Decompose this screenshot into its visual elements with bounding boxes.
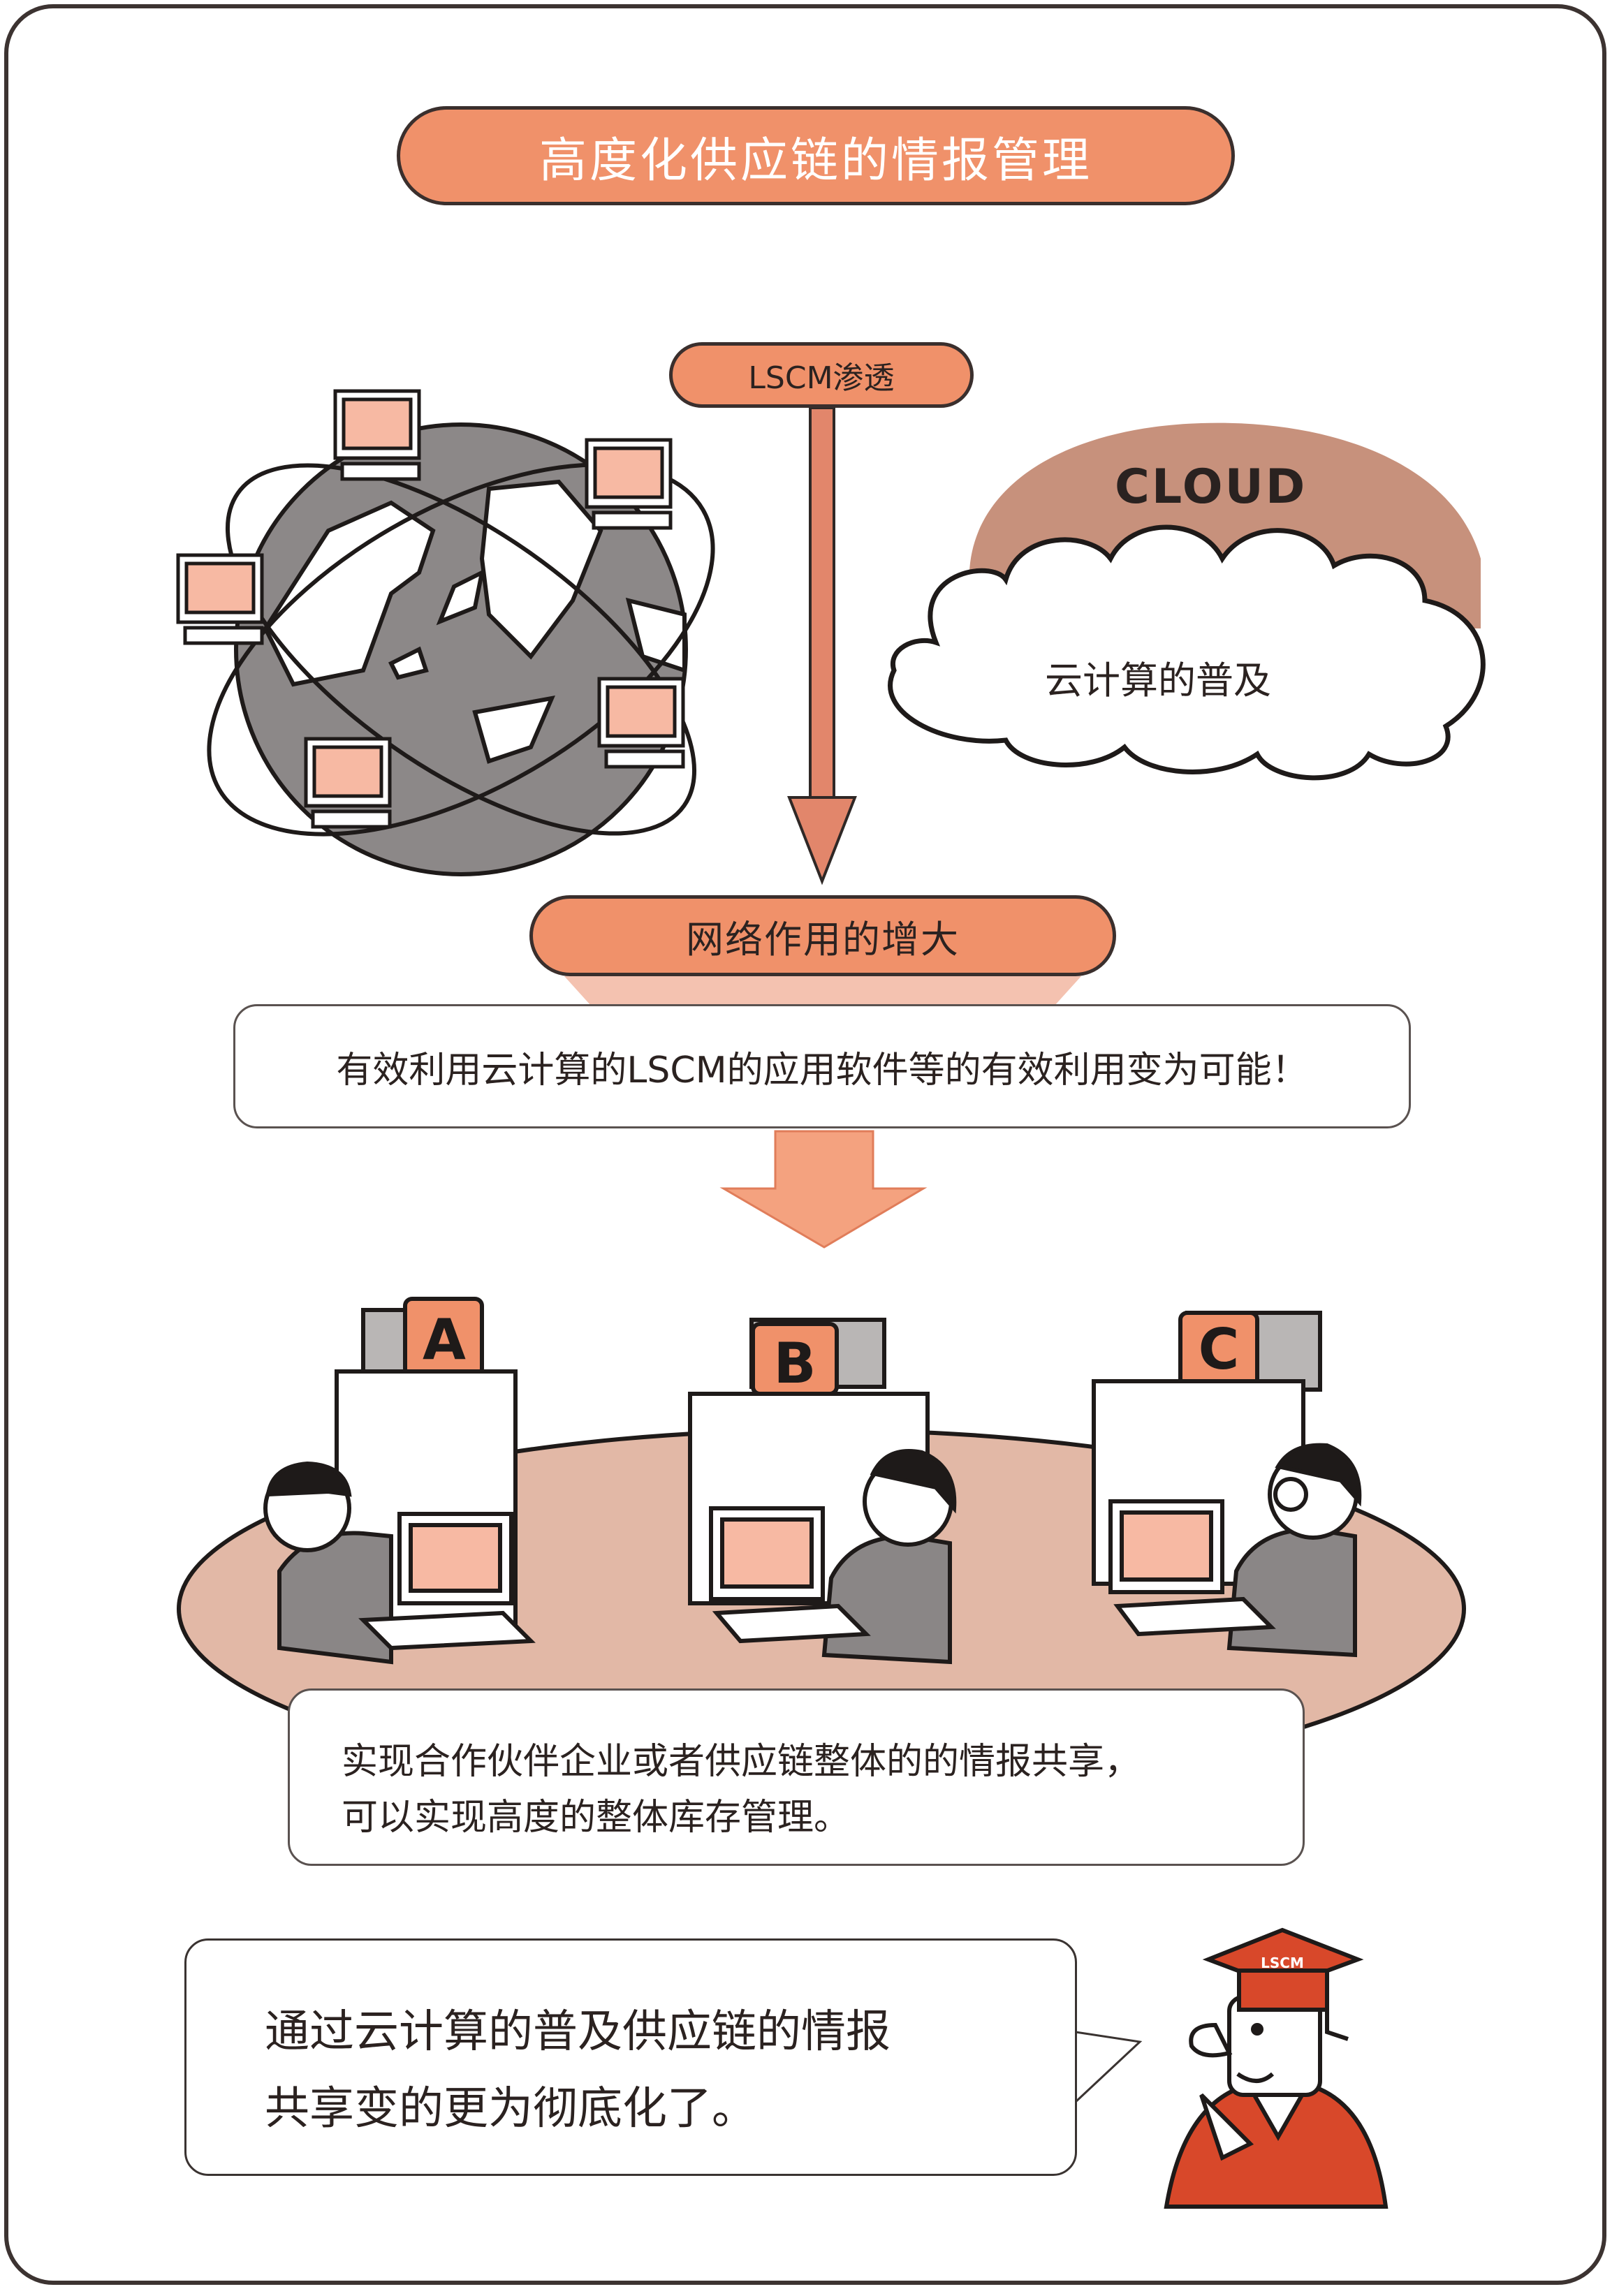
page-title: 高度化供应链的情报管理 xyxy=(397,106,1235,205)
down-arrow-icon xyxy=(787,406,857,885)
speech-bubble-tail xyxy=(1074,2031,1143,2103)
mascot-hat-label: LSCM xyxy=(1261,1955,1304,1971)
sharing-text-line: 实现合作伙伴企业或者供应链整体的的情报共享， xyxy=(342,1741,1141,1783)
enable-text: 有效利用云计算的LSCM的应用软件等的有效利用变为可能！ xyxy=(336,1049,1308,1091)
block-arrow-icon xyxy=(719,1130,928,1249)
company-c-label: C xyxy=(1199,1317,1240,1382)
sharing-text-line: 可以实现高度的整体库存管理。 xyxy=(342,1797,851,1839)
page-title-text: 高度化供应链的情报管理 xyxy=(539,133,1092,189)
conclusion-speech-bubble: 通过云计算的普及供应链的情报 共享变的更为彻底化了。 xyxy=(184,1938,1077,2176)
pill-shadow xyxy=(564,976,1081,1006)
network-label: 网络作用的增大 xyxy=(686,917,960,962)
workers-with-computers xyxy=(263,1443,1362,1665)
cloud-word: CLOUD xyxy=(1115,459,1307,515)
conclusion-text-line: 通过云计算的普及供应链的情报 xyxy=(265,2006,891,2058)
conclusion-text-line: 共享变的更为彻底化了。 xyxy=(265,2083,756,2135)
sharing-text-box: 实现合作伙伴企业或者供应链整体的的情报共享， 可以实现高度的整体库存管理。 xyxy=(288,1688,1305,1866)
company-a-label: A xyxy=(423,1307,466,1372)
lscm-pill: LSCM渗透 xyxy=(669,342,974,408)
cloud-icon xyxy=(888,422,1486,781)
globe-network-icon xyxy=(207,422,715,876)
company-b-label: B xyxy=(774,1331,816,1396)
network-computers xyxy=(176,389,685,829)
mascot-professor-icon xyxy=(1164,1927,1389,2209)
page-frame xyxy=(4,4,1606,2285)
network-pill: 网络作用的增大 xyxy=(529,895,1116,976)
cloud-label: 云计算的普及 xyxy=(1045,658,1271,702)
enable-text-box: 有效利用云计算的LSCM的应用软件等的有效利用变为可能！ xyxy=(233,1004,1411,1128)
lscm-label: LSCM渗透 xyxy=(748,360,895,396)
